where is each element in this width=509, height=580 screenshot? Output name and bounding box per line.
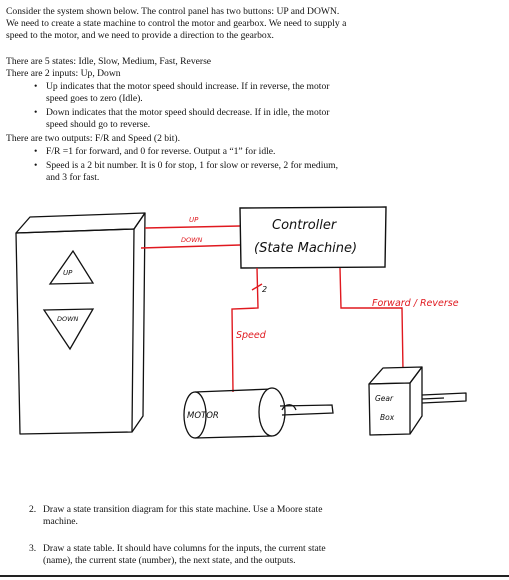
intro-line-3: speed to the motor, and we need to provi…	[6, 30, 274, 41]
bus-width-label: 2	[262, 285, 267, 294]
question-text-line: (name), the current state (number), the …	[43, 555, 296, 566]
panel-wires	[140, 225, 241, 249]
motor	[183, 387, 334, 439]
control-panel	[15, 212, 146, 435]
input-bullet-up: • Up indicates that the motor speed shou…	[34, 81, 486, 105]
page-bottom-rule	[0, 575, 509, 577]
bullet-text-line: Up indicates that the motor speed should…	[46, 81, 330, 92]
question-text-line: Draw a state transition diagram for this…	[43, 504, 323, 515]
bullet-icon: •	[34, 160, 38, 171]
speed-wire	[231, 267, 263, 393]
controller-label-line-1: Controller	[272, 218, 338, 233]
bullet-icon: •	[34, 107, 38, 118]
controller-box: Controller (State Machine)	[239, 206, 387, 269]
forward-reverse-wire	[339, 267, 404, 372]
intro-line-2: We need to create a state machine to con…	[6, 18, 347, 29]
bullet-text-line: Down indicates that the motor speed shou…	[46, 107, 330, 118]
question-2: 2. Draw a state transition diagram for t…	[29, 504, 483, 528]
bullet-icon: •	[34, 81, 38, 92]
states-line: There are 5 states: Idle, Slow, Medium, …	[6, 56, 212, 67]
question-text-line: Draw a state table. It should have colum…	[43, 543, 326, 554]
up-button-label: UP	[63, 269, 73, 277]
forward-reverse-label: Forward / Reverse	[372, 298, 459, 309]
down-button[interactable]: DOWN	[42, 308, 95, 351]
down-button-label: DOWN	[57, 315, 79, 323]
question-number: 2.	[29, 504, 37, 515]
bullet-text-line: and 3 for fast.	[46, 172, 100, 183]
speed-label: Speed	[236, 330, 267, 341]
input-bullet-down: • Down indicates that the motor speed sh…	[34, 107, 486, 131]
motor-label: MOTOR	[187, 411, 219, 421]
controller-label-line-2: (State Machine)	[254, 241, 357, 256]
bullet-icon: •	[34, 146, 38, 157]
up-button[interactable]: UP	[48, 249, 95, 285]
bullet-text-line: Speed is a 2 bit number. It is 0 for sto…	[46, 160, 339, 171]
outputs-line: There are two outputs: F/R and Speed (2 …	[6, 133, 180, 144]
intro-line-1: Consider the system shown below. The con…	[6, 6, 340, 17]
gearbox	[368, 366, 467, 436]
question-number: 3.	[29, 543, 37, 554]
gearbox-label-line-1: Gear	[375, 394, 394, 403]
question-text-line: machine.	[43, 516, 78, 527]
system-diagram: UP DOWN UP DOWN Controller (State Machin…	[15, 206, 467, 439]
output-bullet-fr: • F/R =1 for forward, and 0 for reverse.…	[34, 146, 486, 158]
gearbox-label-line-2: Box	[380, 413, 395, 422]
output-bullet-speed: • Speed is a 2 bit number. It is 0 for s…	[34, 160, 486, 184]
bullet-text-line: speed should go to reverse.	[46, 119, 151, 130]
bullet-text-line: speed goes to zero (Idle).	[46, 93, 143, 104]
down-wire-label: DOWN	[181, 236, 203, 244]
question-3: 3. Draw a state table. It should have co…	[29, 543, 483, 567]
up-wire-label: UP	[189, 216, 199, 224]
inputs-line: There are 2 inputs: Up, Down	[6, 68, 121, 79]
bullet-text-line: F/R =1 for forward, and 0 for reverse. O…	[46, 146, 276, 157]
